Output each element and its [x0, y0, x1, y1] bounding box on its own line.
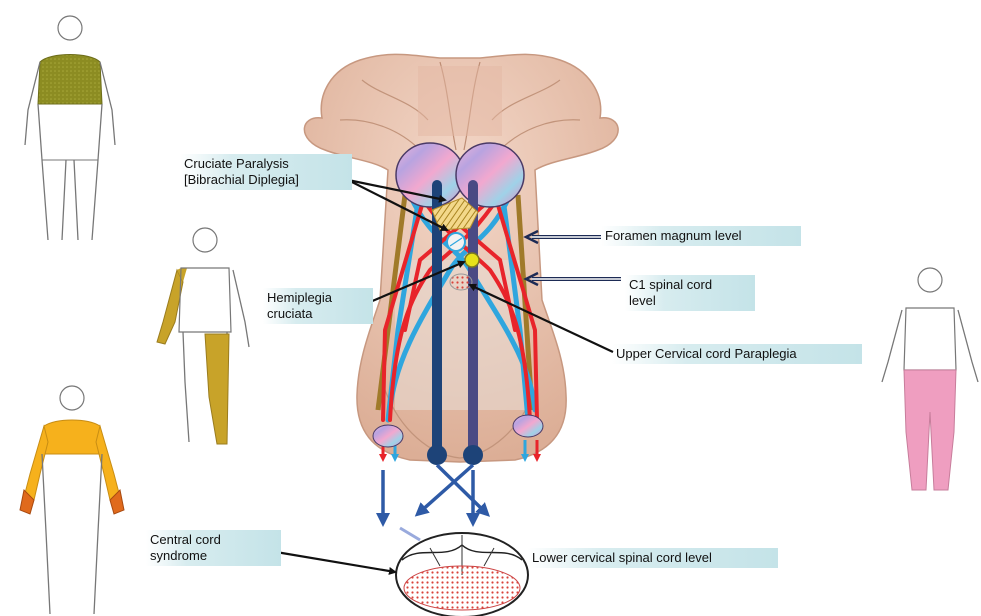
hemiplegia-line1-text: Hemiplegia — [267, 290, 367, 306]
left-terminal-node — [427, 445, 447, 465]
hemiplegia-lesion — [465, 253, 479, 267]
upper-cervical-text: Upper Cervical cord Paraplegia — [616, 346, 797, 361]
right-pyramid — [456, 143, 524, 207]
figure-central-cord-icon — [20, 386, 124, 614]
right-terminal-node — [463, 445, 483, 465]
c1-lesion — [450, 274, 472, 290]
c1-line2-text: level — [629, 293, 749, 309]
c1-line1-text: C1 spinal cord — [629, 277, 749, 293]
label-hemiplegia-cruciata: Hemiplegia cruciata — [263, 288, 373, 324]
descending-blue-arrows — [383, 465, 485, 520]
label-c1-spinal-cord: C1 spinal cord level — [625, 275, 755, 311]
cervical-cord-cross-section — [396, 528, 528, 616]
label-cruciate-paralysis: Cruciate Paralysis [Bibrachial Diplegia] — [180, 154, 352, 190]
figure-bibrachial-icon — [25, 16, 115, 240]
figure-paraplegia-icon — [882, 268, 978, 490]
hemiplegia-line2-text: cruciata — [267, 306, 367, 322]
label-lower-cervical: Lower cervical spinal cord level — [528, 548, 778, 568]
foramen-magnum-text: Foramen magnum level — [605, 228, 742, 243]
left-lower-nucleus — [373, 425, 403, 447]
bibrachial-diplegia-text: [Bibrachial Diplegia] — [184, 172, 346, 188]
cruciate-paralysis-text: Cruciate Paralysis — [184, 156, 346, 172]
figure-hemiplegia-icon — [157, 228, 249, 444]
label-central-cord: Central cord syndrome — [146, 530, 281, 566]
label-foramen-magnum: Foramen magnum level — [601, 226, 801, 246]
lower-cervical-text: Lower cervical spinal cord level — [532, 550, 712, 565]
right-lower-nucleus — [513, 415, 543, 437]
label-upper-cervical: Upper Cervical cord Paraplegia — [612, 344, 862, 364]
central-cord-line1-text: Central cord — [150, 532, 275, 548]
central-cord-line2-text: syndrome — [150, 548, 275, 564]
